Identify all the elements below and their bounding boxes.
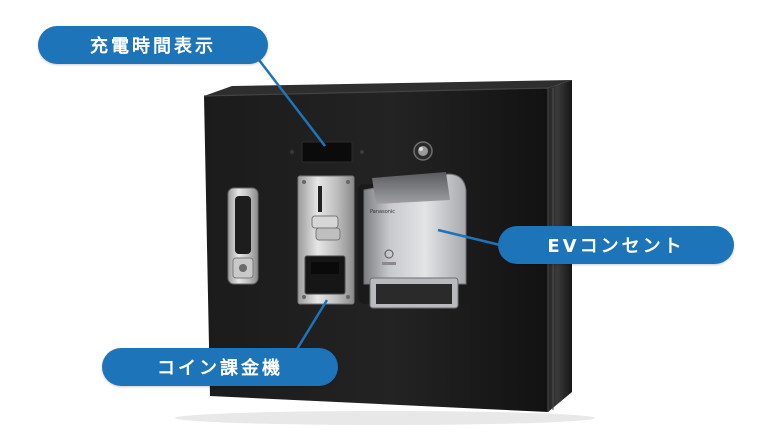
cabinet-top — [204, 80, 572, 96]
leader-line-ev — [437, 228, 501, 247]
callout-coin-meter: コイン課金機 — [102, 348, 338, 386]
coin-mechanism — [297, 175, 355, 305]
ev-outlet-unit: Panasonic — [358, 172, 470, 309]
leader-line-display — [255, 55, 326, 147]
callout-charge-time-display: 充電時間表示 — [38, 26, 268, 64]
callout-ev-outlet: EVコンセント — [498, 226, 734, 264]
charge-display-window — [301, 141, 353, 163]
leader-line-coin — [292, 299, 329, 355]
outlet-brand-label: Panasonic — [370, 209, 395, 215]
